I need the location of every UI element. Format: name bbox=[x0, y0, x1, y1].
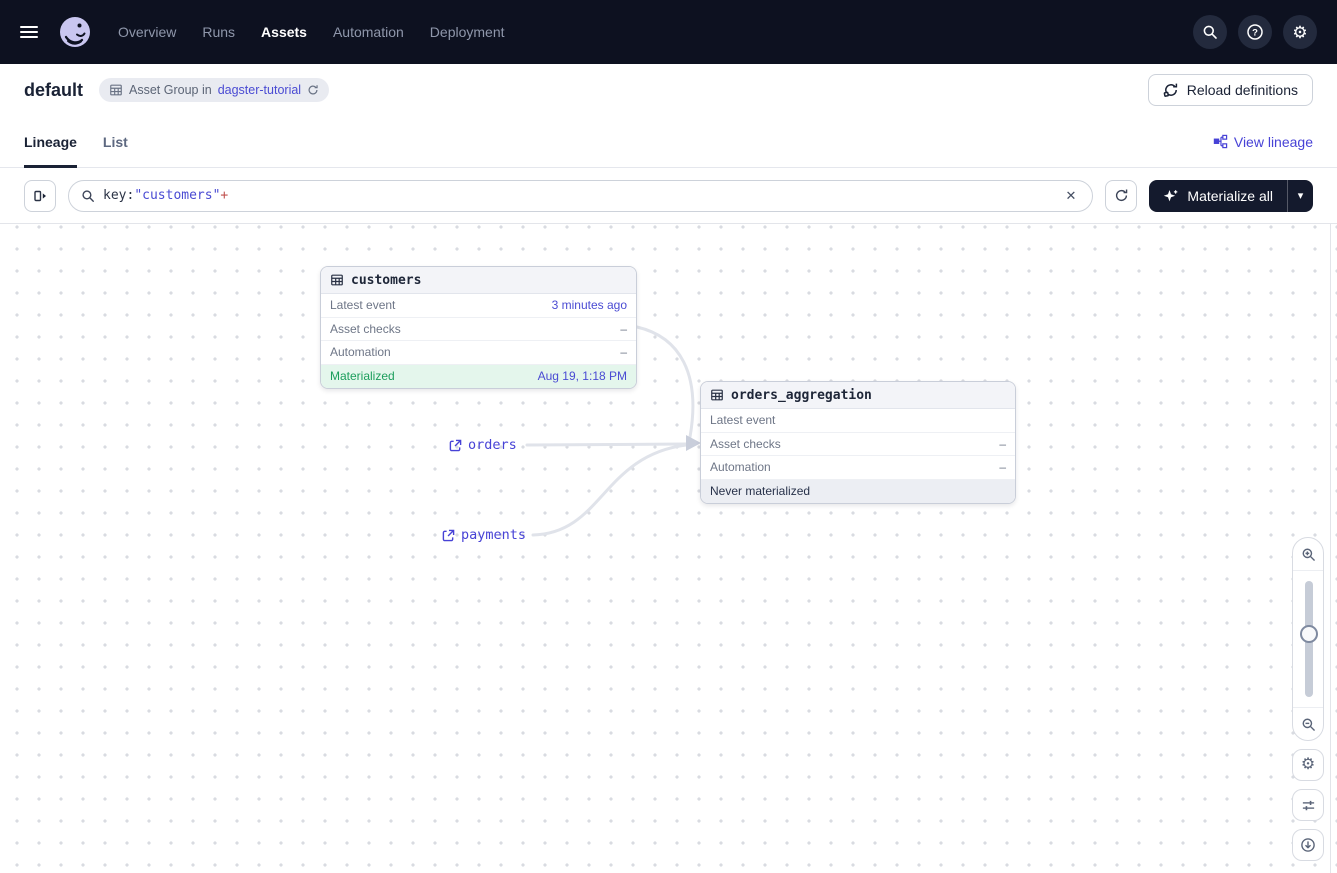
external-asset-orders[interactable]: orders bbox=[449, 437, 517, 453]
materialize-all-main[interactable]: Materialize all bbox=[1149, 180, 1287, 212]
asset-node-header[interactable]: customers bbox=[321, 267, 636, 294]
search-icon[interactable] bbox=[1193, 15, 1227, 49]
top-nav: Overview Runs Assets Automation Deployme… bbox=[0, 0, 1337, 64]
edge-layer bbox=[0, 224, 1337, 873]
never-materialized-status: Never materialized bbox=[710, 484, 810, 498]
search-icon bbox=[81, 189, 95, 203]
asset-node-header[interactable]: orders_aggregation bbox=[701, 382, 1015, 409]
asset-name: orders_aggregation bbox=[731, 388, 872, 403]
asset-node-customers[interactable]: customers Latest event 3 minutes ago Ass… bbox=[320, 266, 637, 389]
adjust-sliders-icon[interactable] bbox=[1292, 789, 1324, 821]
node-row-asset-checks: Asset checks – bbox=[321, 318, 636, 342]
node-row-never-materialized: Never materialized bbox=[701, 480, 1015, 504]
recenter-icon[interactable] bbox=[1292, 829, 1324, 861]
expand-panel-icon[interactable] bbox=[24, 180, 56, 212]
node-row-asset-checks: Asset checks – bbox=[701, 433, 1015, 457]
materialized-status: Materialized bbox=[330, 369, 395, 383]
code-location-link[interactable]: dagster-tutorial bbox=[218, 83, 301, 97]
asset-node-orders-aggregation[interactable]: orders_aggregation Latest event Asset ch… bbox=[700, 381, 1016, 504]
page-header: default Asset Group in dagster-tutorial … bbox=[0, 64, 1337, 116]
reload-definitions-button[interactable]: Reload definitions bbox=[1148, 74, 1313, 106]
svg-text:?: ? bbox=[1252, 27, 1258, 38]
dagster-logo-icon[interactable] bbox=[58, 15, 92, 49]
external-link-icon bbox=[449, 439, 462, 452]
refresh-graph-icon[interactable] bbox=[1105, 180, 1137, 212]
table-icon bbox=[710, 388, 724, 402]
nav-deployment[interactable]: Deployment bbox=[430, 24, 505, 40]
asset-search-input[interactable]: key:"customers"+ ✕ bbox=[68, 180, 1093, 212]
lineage-canvas[interactable]: customers Latest event 3 minutes ago Ass… bbox=[0, 224, 1337, 873]
nav-overview[interactable]: Overview bbox=[118, 24, 176, 40]
node-row-automation: Automation – bbox=[701, 456, 1015, 480]
asset-group-badge: Asset Group in dagster-tutorial bbox=[99, 78, 329, 102]
search-token-op: + bbox=[220, 188, 228, 203]
materialize-dropdown-caret[interactable]: ▾ bbox=[1287, 180, 1313, 212]
zoom-slider[interactable] bbox=[1293, 571, 1323, 707]
badge-text: Asset Group in bbox=[129, 83, 212, 97]
node-row-materialized: Materialized Aug 19, 1:18 PM bbox=[321, 365, 636, 389]
reload-definitions-icon bbox=[1163, 82, 1179, 98]
page-title: default bbox=[24, 80, 83, 101]
latest-event-link[interactable]: 3 minutes ago bbox=[552, 298, 627, 312]
table-icon bbox=[109, 83, 123, 97]
node-row-latest-event: Latest event 3 minutes ago bbox=[321, 294, 636, 318]
table-icon bbox=[330, 273, 344, 287]
zoom-in-icon[interactable] bbox=[1293, 538, 1323, 571]
lineage-graph-icon bbox=[1213, 134, 1228, 149]
external-asset-payments[interactable]: payments bbox=[442, 527, 526, 543]
nav-runs[interactable]: Runs bbox=[202, 24, 235, 40]
external-link-icon bbox=[442, 529, 455, 542]
asset-name: customers bbox=[351, 273, 421, 288]
nav-automation[interactable]: Automation bbox=[333, 24, 404, 40]
zoom-control bbox=[1292, 537, 1324, 741]
search-token-key: key: bbox=[103, 188, 134, 203]
settings-gear-icon[interactable]: ⚙︎ bbox=[1283, 15, 1317, 49]
graph-settings-gear-icon[interactable]: ⚙︎ bbox=[1292, 749, 1324, 781]
graph-toolbar: key:"customers"+ ✕ Materialize all ▾ bbox=[0, 168, 1337, 224]
clear-search-icon[interactable]: ✕ bbox=[1062, 186, 1081, 206]
tab-list[interactable]: List bbox=[103, 116, 128, 167]
zoom-out-icon[interactable] bbox=[1293, 707, 1323, 740]
tab-lineage[interactable]: Lineage bbox=[24, 116, 77, 167]
tabs-row: Lineage List View lineage bbox=[0, 116, 1337, 168]
node-row-automation: Automation – bbox=[321, 341, 636, 365]
nav-assets[interactable]: Assets bbox=[261, 24, 307, 40]
materialization-timestamp-link[interactable]: Aug 19, 1:18 PM bbox=[538, 369, 627, 383]
help-icon[interactable]: ? bbox=[1238, 15, 1272, 49]
zoom-slider-handle[interactable] bbox=[1300, 625, 1318, 643]
view-lineage-link[interactable]: View lineage bbox=[1213, 134, 1313, 150]
hamburger-menu-icon[interactable] bbox=[20, 18, 48, 46]
primary-nav: Overview Runs Assets Automation Deployme… bbox=[118, 24, 505, 40]
reload-location-icon[interactable] bbox=[307, 84, 319, 96]
search-token-value: "customers" bbox=[134, 188, 220, 203]
materialize-all-button: Materialize all ▾ bbox=[1149, 180, 1313, 212]
sparkle-icon bbox=[1163, 188, 1179, 204]
node-row-latest-event: Latest event bbox=[701, 409, 1015, 433]
